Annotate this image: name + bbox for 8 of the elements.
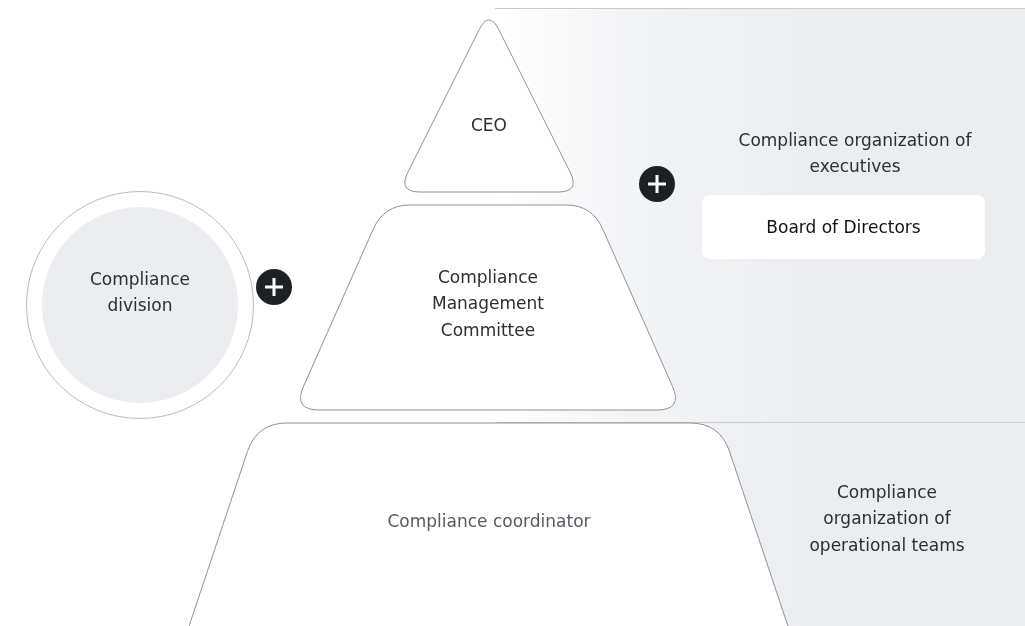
tier-label: Compliance Management Committee [431, 266, 545, 342]
band-heading: Compliance organization of operational teams [808, 481, 966, 557]
tier-label: Compliance coordinator [387, 510, 591, 533]
tier-label: CEO [471, 114, 507, 137]
band-heading: Compliance organization of executives [737, 129, 973, 179]
circle-label: Compliance division [88, 268, 192, 318]
card-label: Board of Directors [765, 216, 922, 239]
pyramid-tier [189, 422, 789, 626]
